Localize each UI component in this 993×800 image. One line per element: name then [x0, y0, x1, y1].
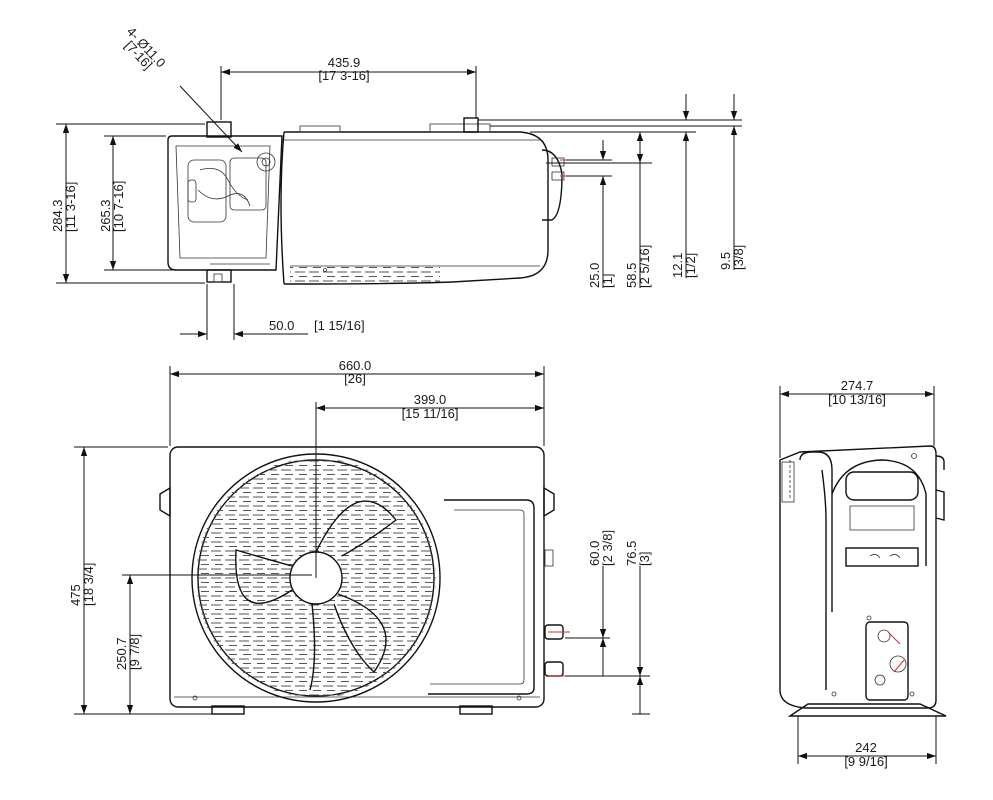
- offset4-dim-sub: [3/8]: [731, 245, 746, 270]
- side-foot-dim-main: 242: [855, 740, 877, 755]
- top-offset-dim-main: 50.0: [269, 318, 294, 333]
- top-h2-dim-sub: [10 7-16]: [111, 181, 126, 232]
- front-center-dim-sub: [15 11/16]: [402, 406, 459, 421]
- valve-height-dim-main: 76.5: [624, 541, 639, 566]
- side-depth-dim-sub: [10 13/16]: [828, 392, 886, 407]
- top-h1-dim-main: 284.3: [50, 199, 65, 232]
- valve-gap-dim-main: 60.0: [587, 541, 602, 566]
- fan-grille: [191, 453, 441, 703]
- valve-height-dim-sub: [3]: [637, 552, 652, 566]
- front-center-dim-main: 399.0: [414, 392, 447, 407]
- valve2-dim-main: 58.5: [624, 263, 639, 288]
- top-view-left-bracket: [167, 121, 283, 283]
- top-offset-dim-sub: [1 15/16]: [314, 318, 365, 333]
- offset3-dim-sub: [1/2]: [683, 253, 698, 278]
- top-width-dim-sub: [17 3-16]: [318, 68, 369, 83]
- fan-center-dim-sub: [9 7/8]: [127, 634, 142, 670]
- side-depth-dim-main: 274.7: [841, 378, 874, 393]
- offset4-dim-main: 9.5: [718, 252, 733, 270]
- top-view-cabinet: [280, 117, 568, 285]
- front-width-dim-main: 660.0: [339, 358, 372, 373]
- front-height-dim-sub: [18 3/4]: [81, 563, 96, 606]
- front-width-dim-sub: [26]: [344, 371, 366, 386]
- front-view-cabinet: [159, 446, 570, 715]
- top-width-dim-main: 435.9: [328, 55, 361, 70]
- fan-center-dim-main: 250.7: [114, 637, 129, 670]
- side-valve-assembly: [865, 615, 909, 701]
- top-view: 4- Ø11.0 [7-16] 435.9 [17 3-16] 284.3 [1…: [50, 24, 746, 340]
- top-h2-dim-main: 265.3: [98, 199, 113, 232]
- valve-gap-dim-sub: [2 3/8]: [600, 530, 615, 566]
- valve1-dim-main: 25.0: [587, 263, 602, 288]
- side-foot-dim-sub: [9 9/16]: [844, 754, 887, 769]
- valve2-dim-sub: [2 5/16]: [637, 245, 652, 288]
- front-view: 660.0 [26] 399.0 [15 11/16] 475 [18 3/4]…: [68, 358, 652, 715]
- front-height-dim-main: 475: [68, 584, 83, 606]
- side-view: 274.7 [10 13/16] 242 [9 9/16]: [779, 378, 947, 769]
- side-view-cabinet: [779, 445, 947, 717]
- valve1-dim-sub: [1]: [600, 274, 615, 288]
- offset3-dim-main: 12.1: [670, 253, 685, 278]
- top-h1-dim-sub: [11 3-16]: [63, 182, 78, 232]
